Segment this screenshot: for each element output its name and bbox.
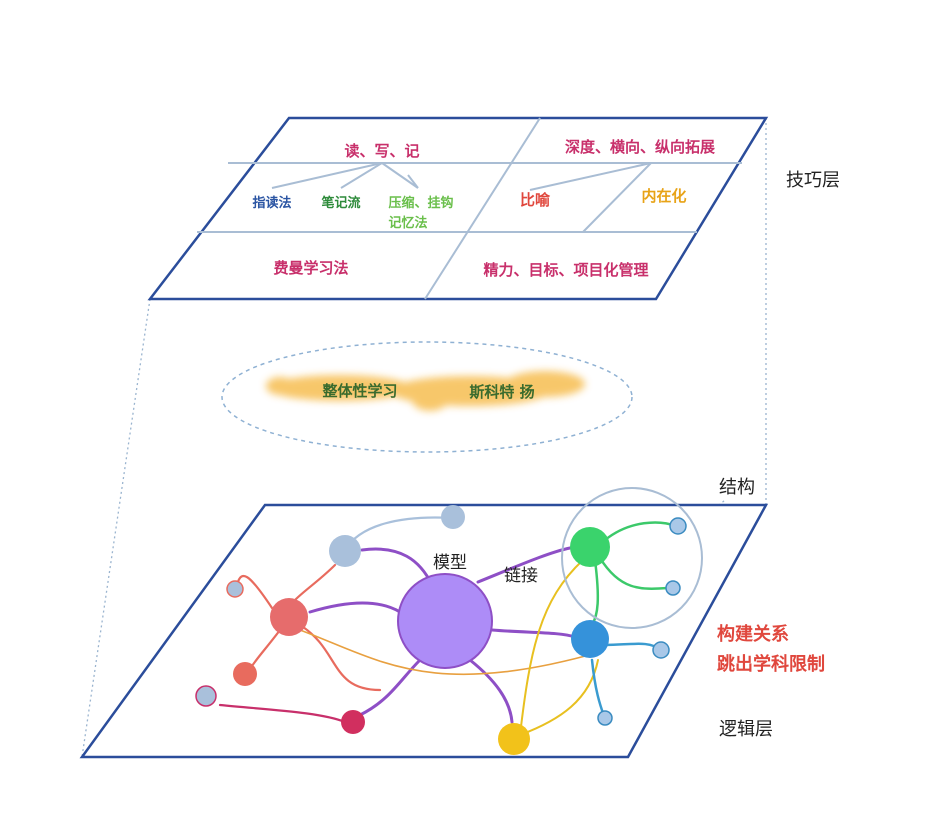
node-tiny-2[interactable] <box>665 580 681 596</box>
skill-layer-side-label: 技巧层 <box>786 170 840 191</box>
logic-layer-side-label: 逻辑层 <box>719 719 773 740</box>
beyond-subject-label: 跳出学科限制 <box>717 653 825 675</box>
node-green[interactable] <box>570 527 610 567</box>
compress-hook-label: 压缩、挂钩 <box>388 195 453 211</box>
holistic-layer: 整体性学习 斯科特 扬 <box>221 341 633 453</box>
node-light-blue[interactable] <box>329 535 361 567</box>
deep-expand-label: 深度、横向、纵向拓展 <box>565 138 715 156</box>
model-label: 模型 <box>433 553 467 573</box>
node-outline-small[interactable] <box>226 580 244 598</box>
node-tiny-4[interactable] <box>597 710 613 726</box>
guided-reading-label: 指读法 <box>252 195 291 211</box>
left-connector-line <box>81 298 151 758</box>
network-nodes <box>195 505 687 755</box>
holistic-learning-label: 整体性学习 <box>322 382 397 400</box>
note-flow-label: 笔记流 <box>321 195 360 211</box>
internalize-label: 内在化 <box>641 187 686 205</box>
node-outline-left[interactable] <box>195 685 217 707</box>
node-red-small[interactable] <box>233 662 257 686</box>
model-node[interactable] <box>397 573 493 669</box>
structure-circle <box>561 487 703 629</box>
energy-management-label: 精力、目标、项目化管理 <box>483 261 648 279</box>
skill-layer: 读、写、记 深度、横向、纵向拓展 指读法 笔记流 压缩、挂钩 记忆法 比喻 内在… <box>147 116 840 301</box>
link-label: 链接 <box>504 566 538 586</box>
highlight-brush <box>266 371 585 411</box>
metaphor-label: 比喻 <box>520 191 551 209</box>
scott-young-label: 斯科特 扬 <box>469 383 534 401</box>
node-tiny-1[interactable] <box>669 517 687 535</box>
memory-method-label: 记忆法 <box>388 215 427 231</box>
structure-label: 结构 <box>719 477 755 498</box>
node-blue[interactable] <box>571 620 609 658</box>
holistic-ellipse <box>221 341 633 453</box>
node-light-blue-small[interactable] <box>441 505 465 529</box>
build-relations-label: 构建关系 <box>717 623 789 645</box>
skill-layer-dividers <box>197 117 742 300</box>
node-tiny-3[interactable] <box>652 641 670 659</box>
logic-layer: 模型 链接 结构 构建关系 跳出学科限制 逻辑层 <box>79 477 825 759</box>
feynman-label: 费曼学习法 <box>273 259 348 277</box>
node-crimson[interactable] <box>341 710 365 734</box>
read-write-note-label: 读、写、记 <box>344 142 419 160</box>
node-yellow[interactable] <box>498 723 530 755</box>
node-red-large[interactable] <box>270 598 308 636</box>
